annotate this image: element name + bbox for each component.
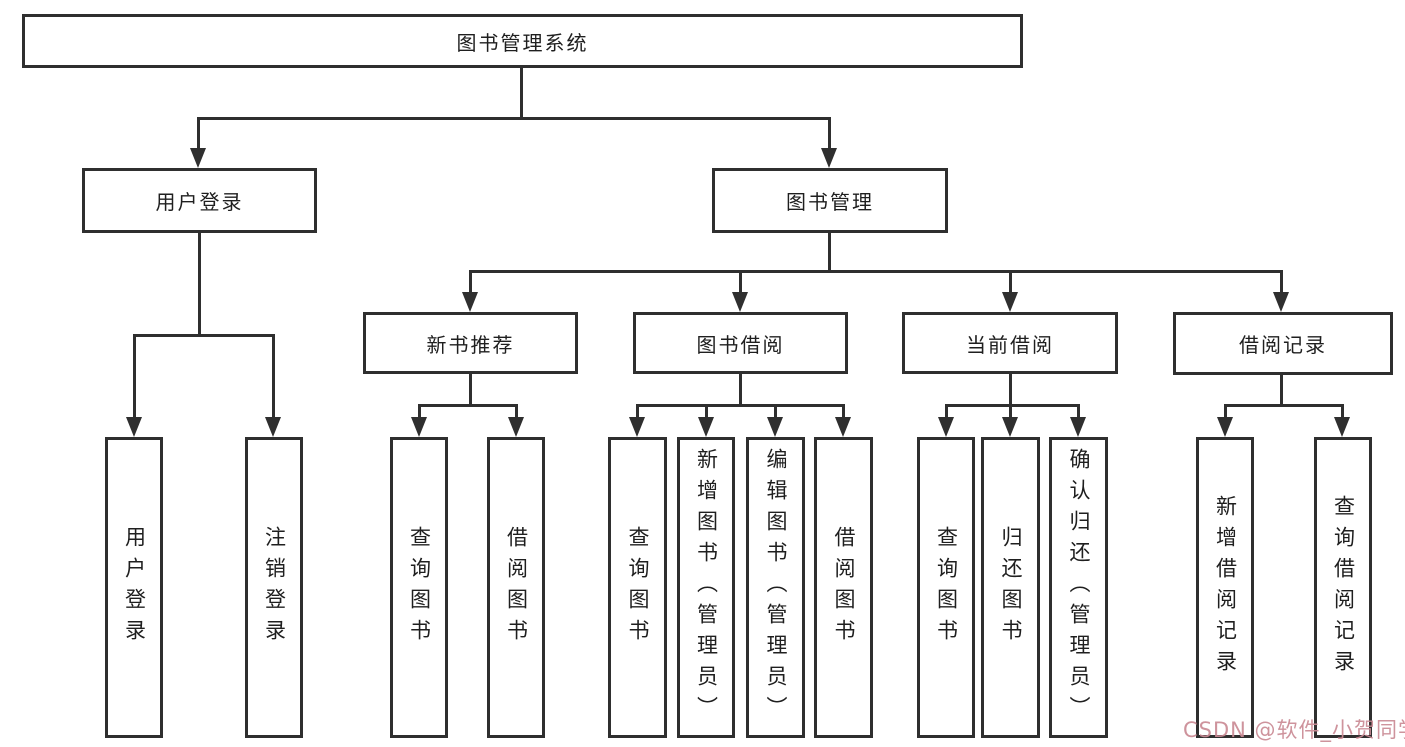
down-arrow-icon <box>629 417 645 437</box>
leaf-records-add-label: 新增借阅记录 <box>1213 494 1238 681</box>
connector-drop-leaf <box>133 334 136 419</box>
down-arrow-icon <box>821 148 837 168</box>
leaf-current-query-label: 查询图书 <box>934 525 959 650</box>
connector-drop-user-login <box>197 117 200 151</box>
down-arrow-icon <box>835 417 851 437</box>
node-current-borrow: 当前借阅 <box>902 312 1118 374</box>
connector-borrow-records-rail <box>1224 404 1344 407</box>
node-current-borrow-label: 当前借阅 <box>966 332 1054 357</box>
connector-drop-leaf <box>945 404 948 420</box>
node-user-login: 用户登录 <box>82 168 317 233</box>
leaf-newbook-query: 查询图书 <box>390 437 448 738</box>
down-arrow-icon <box>1334 417 1350 437</box>
leaf-user-login-label: 用户登录 <box>122 525 147 650</box>
connector-root-stem <box>520 68 523 118</box>
connector-current-borrow-stem <box>1009 374 1012 407</box>
leaf-newbook-borrow-label: 借阅图书 <box>504 525 529 650</box>
down-arrow-icon <box>1002 292 1018 312</box>
down-arrow-icon <box>265 417 281 437</box>
leaf-records-add: 新增借阅记录 <box>1196 437 1254 738</box>
connector-drop-leaf <box>842 404 845 420</box>
connector-new-book-stem <box>469 374 472 407</box>
node-root: 图书管理系统 <box>22 14 1023 68</box>
leaf-borrow-borrow: 借阅图书 <box>814 437 873 738</box>
connector-drop-borrow-records <box>1280 270 1283 294</box>
connector-drop-book-borrow <box>739 270 742 294</box>
node-borrow-records: 借阅记录 <box>1173 312 1393 375</box>
connector-drop-leaf <box>272 334 275 419</box>
leaf-borrow-query: 查询图书 <box>608 437 667 738</box>
connector-user-login-stem <box>198 233 201 337</box>
down-arrow-icon <box>1273 292 1289 312</box>
down-arrow-icon <box>1070 417 1086 437</box>
leaf-user-login: 用户登录 <box>105 437 163 738</box>
leaf-newbook-query-label: 查询图书 <box>407 525 432 650</box>
connector-current-borrow-rail <box>945 404 1080 407</box>
connector-drop-leaf <box>418 404 421 420</box>
leaf-current-confirm-admin-label: 确认归还（管理员） <box>1067 448 1091 727</box>
down-arrow-icon <box>508 417 524 437</box>
leaf-logout-label: 注销登录 <box>262 525 287 650</box>
node-book-borrow-label: 图书借阅 <box>696 332 785 357</box>
connector-root-rail <box>197 117 831 120</box>
connector-book-mgmt-rail <box>469 270 1283 273</box>
connector-drop-leaf <box>636 404 639 420</box>
connector-borrow-records-stem <box>1280 375 1283 407</box>
node-user-login-label: 用户登录 <box>155 190 244 214</box>
node-book-management: 图书管理 <box>712 168 948 233</box>
connector-drop-leaf <box>705 404 708 420</box>
connector-book-borrow-rail <box>636 404 845 407</box>
down-arrow-icon <box>732 292 748 312</box>
node-book-management-label: 图书管理 <box>786 190 874 214</box>
leaf-current-confirm-admin: 确认归还（管理员） <box>1049 437 1108 738</box>
leaf-current-return-label: 归还图书 <box>999 525 1023 650</box>
leaf-current-query: 查询图书 <box>917 437 975 738</box>
node-borrow-records-label: 借阅记录 <box>1239 333 1327 357</box>
node-root-label: 图书管理系统 <box>456 30 589 55</box>
leaf-borrow-add-admin-label: 新增图书（管理员） <box>694 448 719 727</box>
connector-book-mgmt-stem <box>828 233 831 273</box>
node-new-book-recommend: 新书推荐 <box>363 312 578 374</box>
connector-drop-current-borrow <box>1009 270 1012 294</box>
down-arrow-icon <box>1217 417 1233 437</box>
connector-drop-new-book <box>469 270 472 294</box>
down-arrow-icon <box>190 148 206 168</box>
leaf-current-return: 归还图书 <box>981 437 1040 738</box>
leaf-borrow-add-admin: 新增图书（管理员） <box>677 437 735 738</box>
connector-book-borrow-stem <box>739 374 742 407</box>
leaf-records-query: 查询借阅记录 <box>1314 437 1372 738</box>
connector-drop-leaf <box>1077 404 1080 420</box>
csdn-watermark: CSDN @软件_小贺同学 <box>1183 718 1405 742</box>
leaf-newbook-borrow: 借阅图书 <box>487 437 545 738</box>
leaf-logout: 注销登录 <box>245 437 303 738</box>
connector-drop-leaf <box>1341 404 1344 420</box>
leaf-borrow-query-label: 查询图书 <box>626 525 650 650</box>
down-arrow-icon <box>1002 417 1018 437</box>
connector-new-book-rail <box>418 404 518 407</box>
down-arrow-icon <box>938 417 954 437</box>
down-arrow-icon <box>767 417 783 437</box>
node-new-book-recommend-label: 新书推荐 <box>426 332 515 357</box>
leaf-borrow-edit-admin: 编辑图书（管理员） <box>746 437 805 738</box>
connector-drop-leaf <box>1224 404 1227 420</box>
down-arrow-icon <box>126 417 142 437</box>
connector-drop-leaf <box>1009 404 1012 420</box>
down-arrow-icon <box>698 417 714 437</box>
leaf-records-query-label: 查询借阅记录 <box>1331 494 1356 681</box>
node-book-borrow: 图书借阅 <box>633 312 848 374</box>
down-arrow-icon <box>411 417 427 437</box>
connector-drop-leaf <box>774 404 777 420</box>
down-arrow-icon <box>462 292 478 312</box>
leaf-borrow-borrow-label: 借阅图书 <box>832 525 856 650</box>
connector-drop-leaf <box>515 404 518 420</box>
connector-drop-book-mgmt <box>828 117 831 151</box>
connector-user-login-rail <box>133 334 275 337</box>
leaf-borrow-edit-admin-label: 编辑图书（管理员） <box>764 448 788 727</box>
